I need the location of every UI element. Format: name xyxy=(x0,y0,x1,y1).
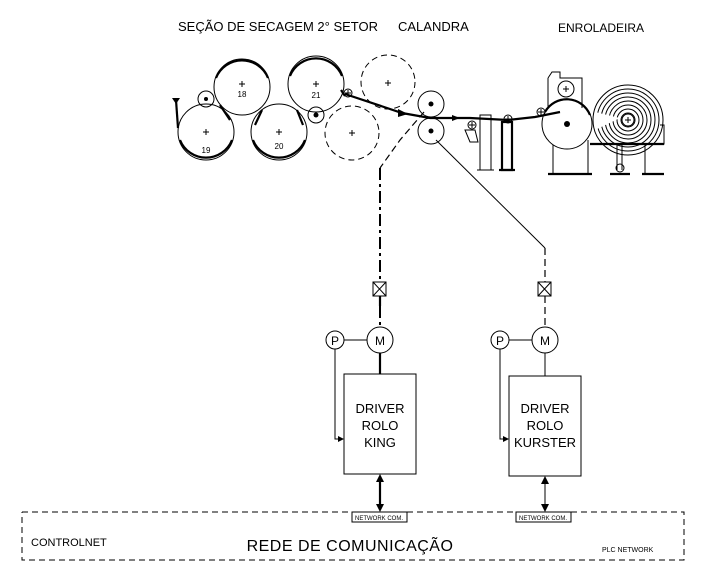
king-coupling-link xyxy=(380,112,424,168)
motor-label: M xyxy=(540,334,550,348)
guide-stand xyxy=(502,122,512,170)
roller-label-18: 18 xyxy=(238,90,247,99)
drive-kurster: M P DRIVER ROLO KURSTER NETWORK COM. xyxy=(491,282,581,522)
calender-stand xyxy=(480,115,491,170)
dryer-roller-18: 18 xyxy=(214,59,270,115)
communication-network: CONTROLNET REDE DE COMUNICAÇÃO PLC NETWO… xyxy=(22,512,684,560)
web-start xyxy=(176,100,178,128)
drying-section-label: SEÇÃO DE SECAGEM 2° SETOR xyxy=(178,19,378,34)
roller-label-21: 21 xyxy=(312,91,321,100)
motor-label: M xyxy=(375,334,385,348)
roller-label-19: 19 xyxy=(202,146,211,155)
dryer-roller-21: 21 xyxy=(288,56,344,112)
roller-label-20: 20 xyxy=(275,142,284,151)
driver-line-3: KURSTER xyxy=(514,435,576,450)
plc-network-label: PLC NETWORK xyxy=(602,547,654,554)
network-com-label: NETWORK COM. xyxy=(519,516,567,522)
drive-king: M P DRIVER ROLO KING NETWORK COM. xyxy=(326,282,416,522)
driver-line-1: DRIVER xyxy=(355,401,404,416)
network-com-label: NETWORK COM. xyxy=(355,516,403,522)
network-title: REDE DE COMUNICAÇÃO xyxy=(247,535,454,555)
controlnet-label: CONTROLNET xyxy=(31,537,107,549)
driver-line-3: KING xyxy=(364,435,396,450)
pressure-label: P xyxy=(331,334,339,348)
reel-machine xyxy=(537,72,664,174)
driver-line-2: ROLO xyxy=(362,418,399,433)
driver-line-1: DRIVER xyxy=(520,401,569,416)
driver-line-2: ROLO xyxy=(527,418,564,433)
pressure-label: P xyxy=(496,334,504,348)
reel-label: ENROLADEIRA xyxy=(558,21,644,35)
calender-label: CALANDRA xyxy=(398,19,469,34)
